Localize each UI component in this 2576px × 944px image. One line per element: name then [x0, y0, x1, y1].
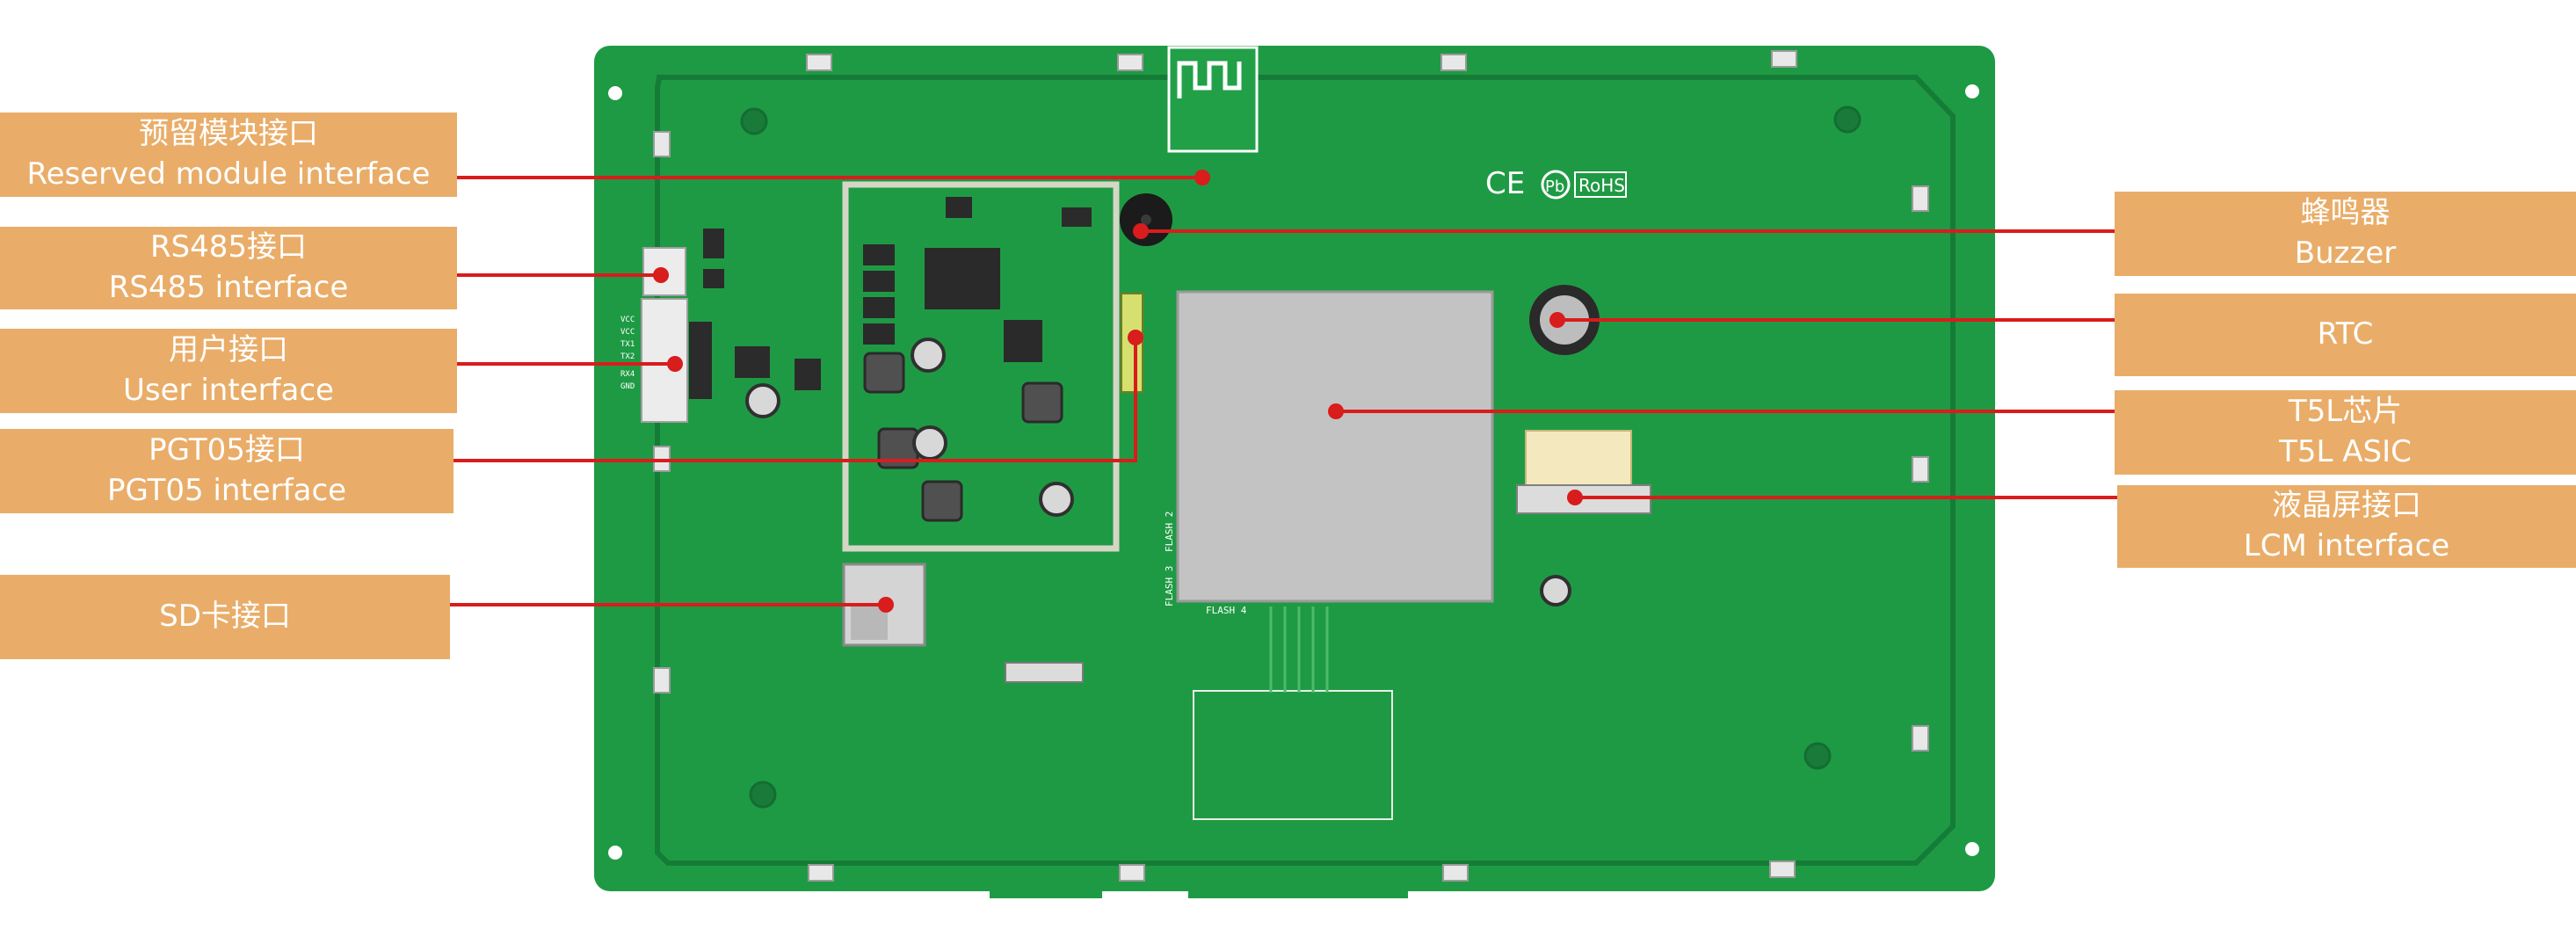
pin-gnd: GND — [620, 382, 635, 391]
misc-ic — [689, 207, 1092, 399]
via-pad-2 — [1833, 105, 1861, 134]
power-components — [863, 197, 1042, 362]
label-reserved-module-interface: 预留模块接口 Reserved module interface — [0, 113, 457, 197]
label-rs485-interface: RS485接口 RS485 interface — [0, 227, 457, 309]
pin-rx4: RX4 — [620, 370, 635, 379]
dot-pgt05 — [1128, 330, 1143, 345]
label-rs485-en: RS485 interface — [108, 270, 349, 305]
mount-hole-bl — [608, 846, 622, 860]
leader-dots — [653, 170, 1583, 613]
antenna-trace — [1177, 61, 1242, 98]
label-lcm-interface: 液晶屏接口 LCM interface — [2117, 485, 2576, 568]
flash4-silk: FLASH 4 — [1206, 605, 1247, 616]
buzzer-hole — [1141, 214, 1151, 225]
flash-traces — [1269, 606, 1329, 693]
label-t5l-en: T5L ASIC — [2279, 434, 2412, 469]
rohs-mark: RoHS — [1578, 175, 1625, 196]
mount-hole-tr — [1965, 84, 1979, 98]
t5l-chip-shield — [1176, 290, 1494, 603]
pcb-bottom-tab-left — [990, 886, 1102, 898]
label-rtc-en: RTC — [2317, 316, 2374, 352]
mount-hole-br — [1965, 842, 1979, 856]
pb-mark: Pb — [1545, 178, 1564, 196]
leader-lines — [450, 176, 2117, 606]
label-t5l-zh: T5L芯片 — [2288, 394, 2403, 430]
sd-card-slot-inner — [851, 606, 888, 640]
edge-clips — [653, 50, 1929, 882]
label-sd-card-interface: SD卡接口 — [0, 575, 450, 659]
dot-rtc — [1549, 312, 1565, 328]
rohs-box — [1574, 171, 1627, 198]
pin-tx1: TX1 — [620, 340, 635, 349]
label-rs485-zh: RS485接口 — [149, 229, 308, 265]
small-connector — [1005, 662, 1084, 683]
via-pad-1 — [740, 107, 768, 135]
flash3-silk: FLASH 3 — [1164, 566, 1175, 606]
power-inductors — [863, 352, 1063, 522]
label-user-en: User interface — [123, 373, 334, 408]
label-user-zh: 用户接口 — [169, 332, 288, 368]
pin-vcc-1: VCC — [620, 316, 635, 324]
label-lcm-en: LCM interface — [2243, 528, 2450, 563]
label-pgt05-interface: PGT05接口 PGT05 interface — [0, 429, 454, 513]
capacitors — [745, 338, 1571, 606]
label-buzzer: 蜂鸣器 Buzzer — [2115, 192, 2576, 276]
leader-pgt05 — [454, 338, 1137, 462]
dot-lcm — [1567, 490, 1583, 505]
dot-reserved — [1194, 170, 1210, 185]
pin-vcc-2: VCC — [620, 328, 635, 337]
lcm-fpc-cable — [1525, 430, 1632, 486]
ce-mark: CE — [1485, 166, 1525, 201]
pb-mark-ring — [1541, 170, 1571, 200]
dot-rs485 — [653, 267, 669, 283]
label-rtc: RTC — [2115, 294, 2576, 376]
via-pad-3 — [749, 781, 777, 809]
mount-hole-tl — [608, 86, 622, 100]
dot-t5l — [1328, 403, 1344, 419]
dot-sd — [878, 597, 894, 613]
flash2-silk: FLASH 2 — [1164, 512, 1175, 552]
pcb-bottom-tab-mid — [1188, 886, 1408, 898]
label-pgt05-en: PGT05 interface — [106, 473, 347, 508]
label-reserved-zh: 预留模块接口 — [139, 116, 318, 152]
dot-user — [667, 356, 683, 372]
label-reserved-en: Reserved module interface — [26, 156, 431, 192]
label-t5l-asic: T5L芯片 T5L ASIC — [2115, 390, 2576, 475]
label-pgt05-zh: PGT05接口 — [149, 432, 305, 468]
label-buzzer-zh: 蜂鸣器 — [2300, 195, 2391, 231]
user-connector-pins: VCC VCC TX1 TX2 RX4 GND — [620, 316, 635, 391]
label-lcm-zh: 液晶屏接口 — [2272, 488, 2421, 524]
power-module-outline — [842, 181, 1120, 552]
pin-tx2: TX2 — [620, 352, 635, 361]
bottom-footprint — [1193, 690, 1393, 820]
label-buzzer-en: Buzzer — [2294, 236, 2397, 271]
via-pad-4 — [1803, 742, 1832, 770]
label-sd-zh: SD卡接口 — [159, 599, 291, 635]
dot-buzzer — [1133, 223, 1149, 239]
label-user-interface: 用户接口 User interface — [0, 329, 457, 413]
